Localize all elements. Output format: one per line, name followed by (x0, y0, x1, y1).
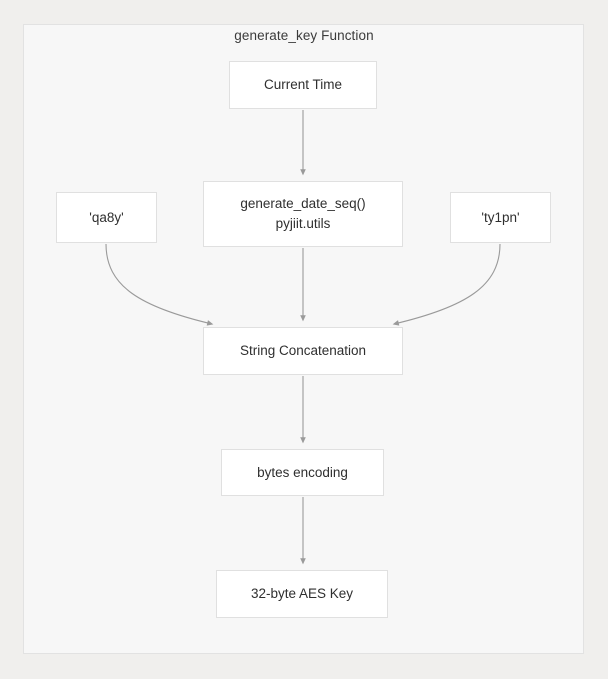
node-string-concatenation-label: String Concatenation (239, 343, 367, 358)
node-generate-date-seq-label: generate_date_seq() (240, 196, 366, 211)
node-current-time-label: Current Time (263, 77, 343, 92)
node-salt-left[interactable]: 'qa8y' (56, 192, 157, 243)
diagram-title: generate_key Function (234, 28, 374, 43)
node-string-concatenation[interactable]: String Concatenation (203, 327, 403, 375)
node-salt-right[interactable]: 'ty1pn' (450, 192, 551, 243)
node-salt-right-label: 'ty1pn' (481, 209, 520, 225)
node-bytes-encoding[interactable]: bytes encoding (221, 449, 384, 496)
node-salt-left-label: 'qa8y' (89, 209, 124, 225)
node-aes-key-label: 32-byte AES Key (250, 586, 354, 601)
node-current-time[interactable]: Current Time (229, 61, 377, 109)
node-generate-date-seq-sublabel: pyjiit.utils (275, 216, 331, 231)
node-generate-date-seq[interactable]: generate_date_seq() pyjiit.utils (203, 181, 403, 247)
node-bytes-encoding-label: bytes encoding (257, 464, 348, 480)
node-aes-key[interactable]: 32-byte AES Key (216, 570, 388, 618)
